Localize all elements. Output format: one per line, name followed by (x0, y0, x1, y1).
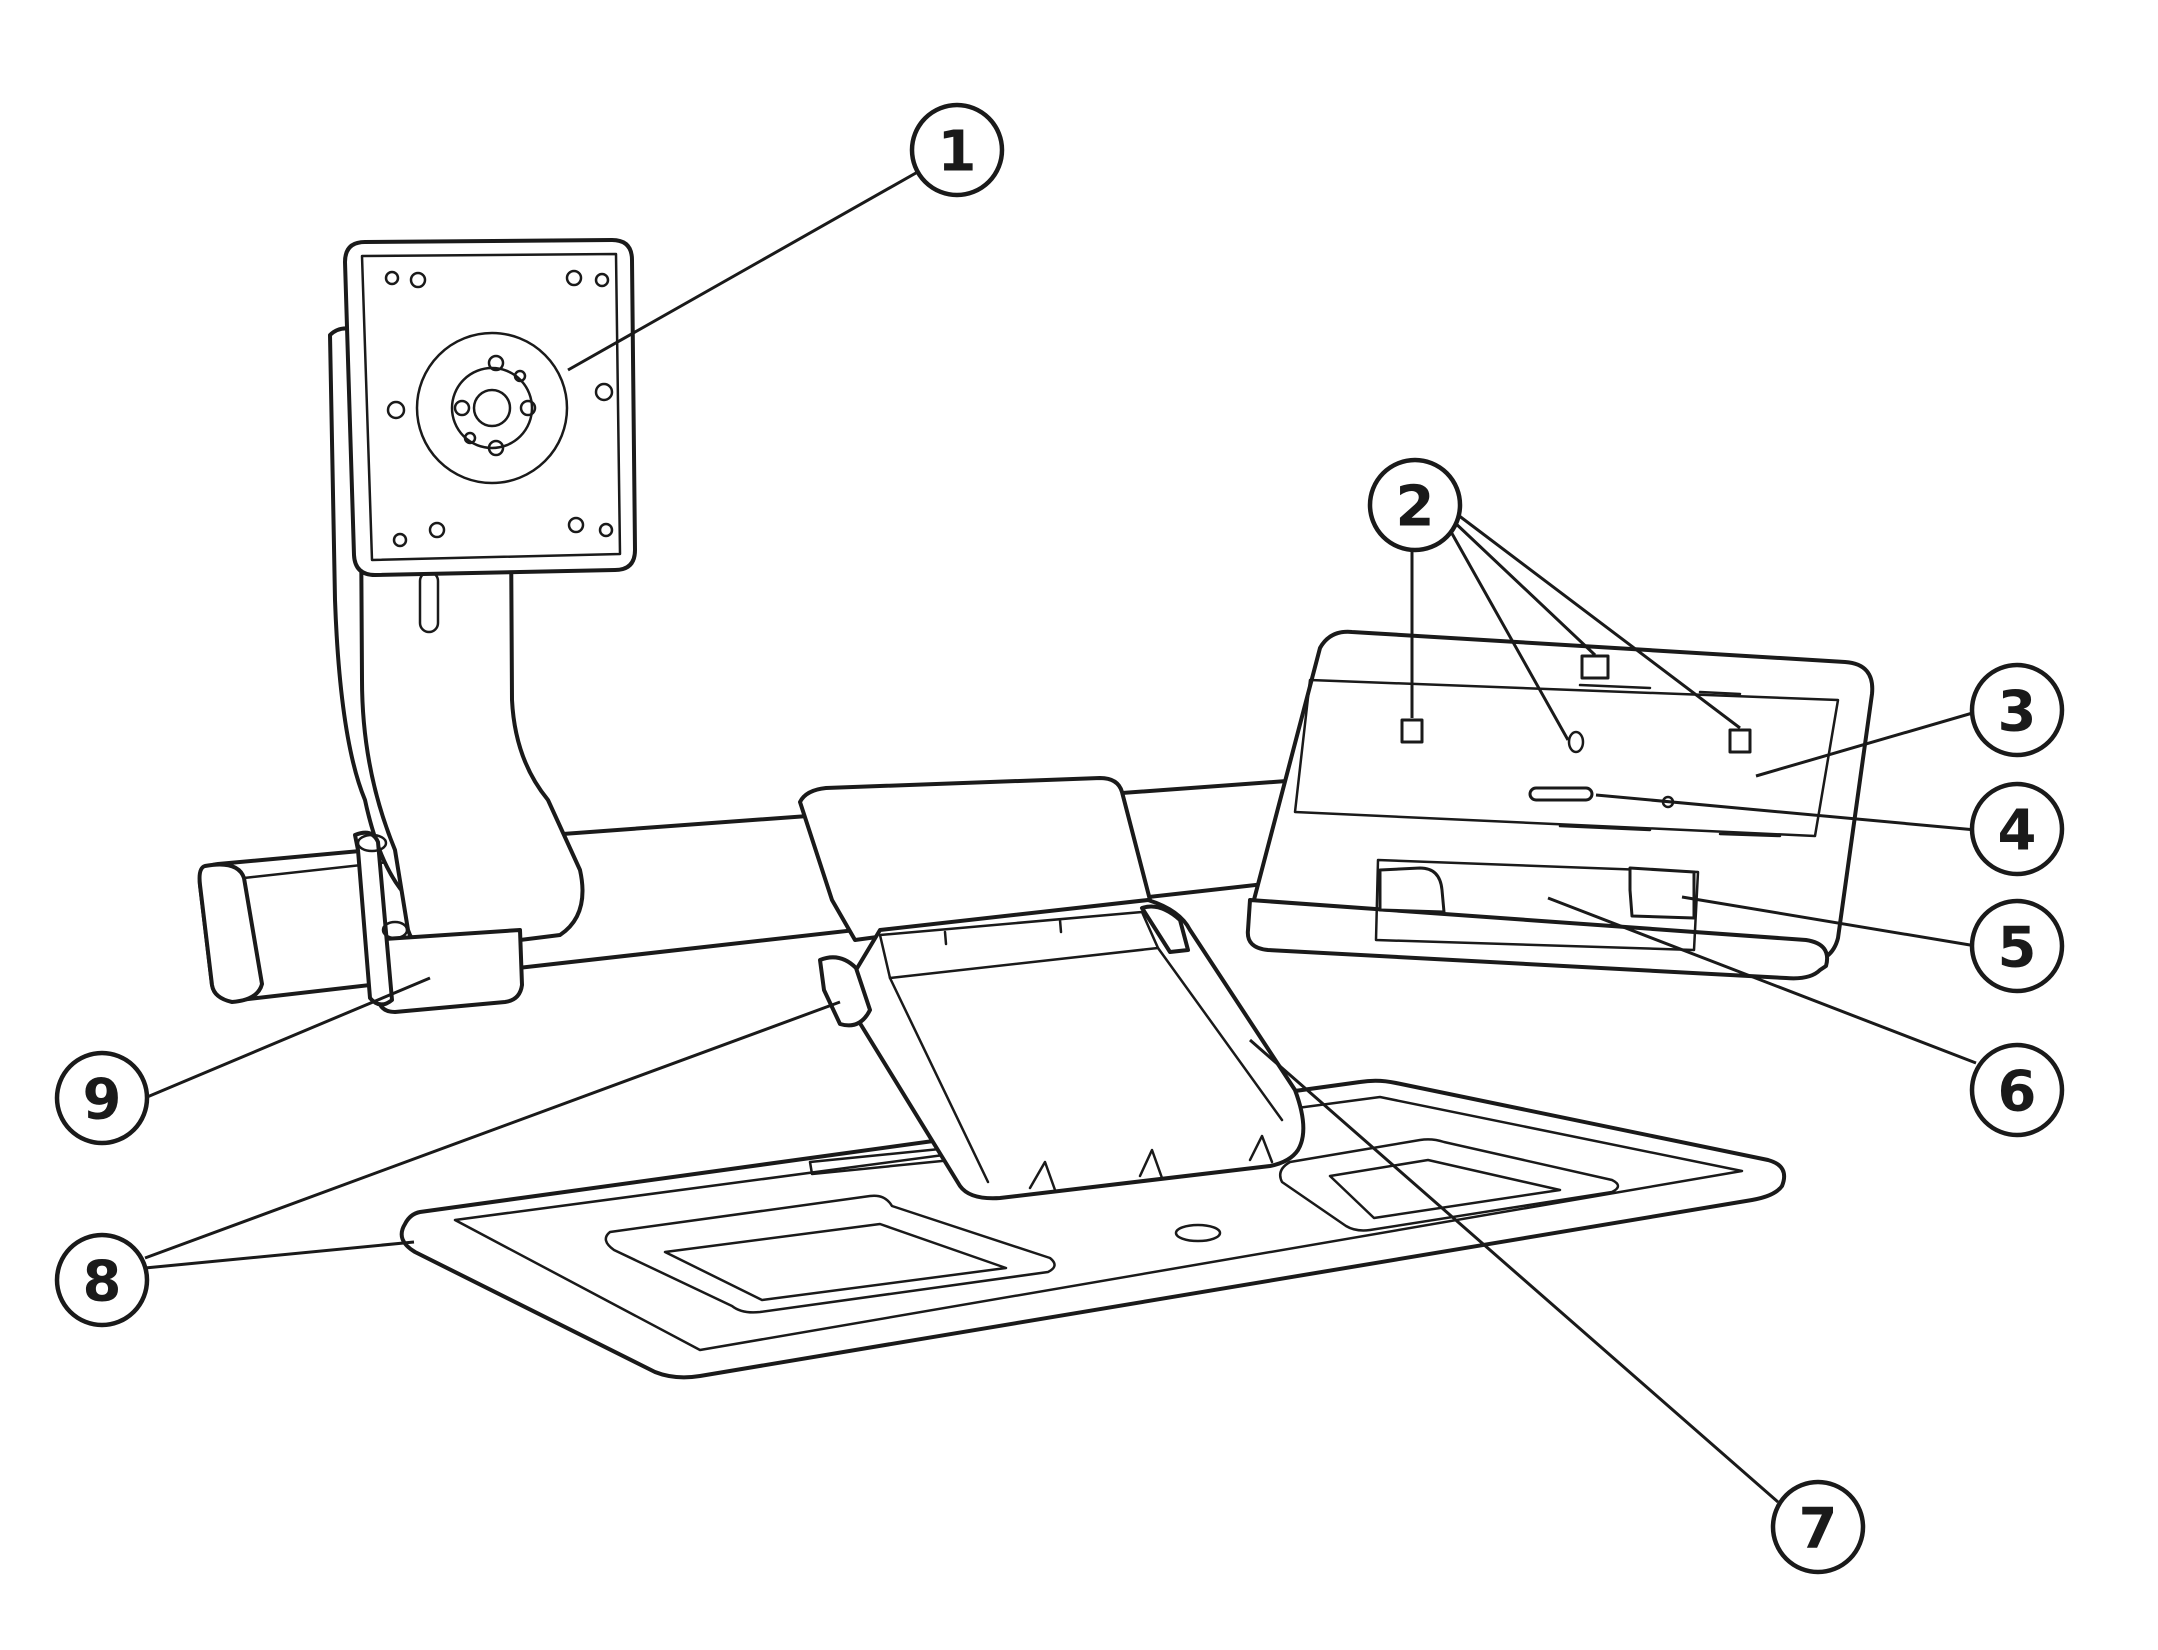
callout-3-label: 3 (1998, 680, 2037, 745)
callout-3: 3 (1969, 662, 2065, 758)
callout-1: 1 (909, 102, 1005, 198)
callout-7-label: 7 (1799, 1497, 1838, 1562)
callout-5-label: 5 (1998, 916, 2037, 981)
hook-icon-left (1400, 718, 1424, 744)
callout-5: 5 (1969, 898, 2065, 994)
callout-8-label: 8 (83, 1250, 122, 1315)
callout-2: 2 (1367, 457, 1463, 553)
support-column (798, 776, 1306, 1201)
callout-6-label: 6 (1998, 1060, 2037, 1125)
tray-plate (1245, 629, 1875, 981)
callout-4-label: 4 (1998, 799, 2037, 864)
pin-icon (1567, 730, 1585, 754)
callout-8: 8 (54, 1232, 150, 1328)
callout-9: 9 (54, 1050, 150, 1146)
leader-lines (139, 163, 1977, 1504)
arm-clamp (353, 830, 524, 1014)
callout-9-label: 9 (83, 1068, 122, 1133)
logo-icon (1174, 1223, 1222, 1243)
hook-icon-right (1728, 728, 1752, 754)
vesa-mounting-plate (343, 238, 637, 577)
callout-2-label: 2 (1396, 475, 1435, 540)
callout-1-label: 1 (938, 120, 977, 185)
callout-7: 7 (1770, 1479, 1866, 1575)
callout-6: 6 (1969, 1042, 2065, 1138)
callout-4: 4 (1969, 781, 2065, 877)
hook-icon-center (1580, 654, 1610, 680)
tray-slot (1528, 786, 1594, 802)
